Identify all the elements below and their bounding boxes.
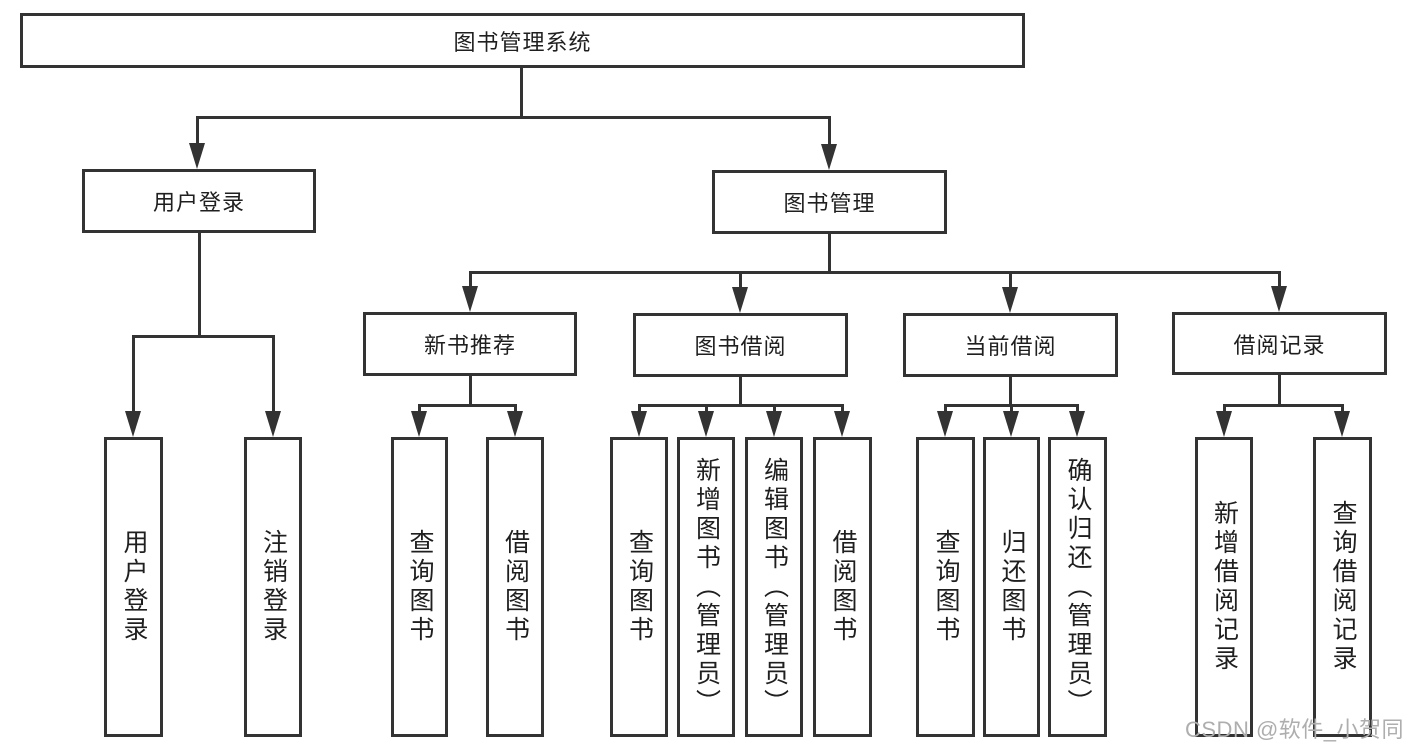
arrow-down-icon	[1002, 287, 1018, 313]
node-new-book-recommendation: 新书推荐	[363, 312, 577, 376]
leaf-label: 查询图书	[932, 529, 960, 645]
node-book-borrowing: 图书借阅	[633, 313, 848, 377]
leaf-logout-label: 注销登录	[259, 529, 288, 645]
connector-drop-line	[1008, 272, 1012, 293]
arrow-down-icon	[766, 411, 782, 437]
leaf-label: 查询图书	[406, 529, 434, 645]
leaf-label: 确认归还（管理员）	[1064, 456, 1092, 718]
connector-bar-line	[1222, 403, 1344, 407]
arrow-down-icon	[1003, 411, 1019, 437]
node-current-borrowing: 当前借阅	[903, 313, 1118, 377]
leaf-query-books-current: 查询图书	[916, 437, 975, 737]
leaf-logout: 注销登录	[244, 437, 302, 737]
connector-stem-line	[519, 68, 523, 117]
leaf-return-books: 归还图书	[983, 437, 1040, 737]
leaf-query-borrow-record: 查询借阅记录	[1313, 437, 1372, 737]
connector-drop-line	[131, 336, 135, 417]
arrow-down-icon	[189, 143, 205, 169]
connector-bar-line	[131, 334, 275, 338]
arrow-down-icon	[1216, 411, 1232, 437]
node-book-management: 图书管理	[712, 170, 947, 234]
leaf-label: 借阅图书	[501, 529, 530, 645]
connector-drop-line	[1277, 272, 1281, 292]
leaf-label: 查询图书	[625, 529, 654, 645]
node-borrowing-records: 借阅记录	[1172, 312, 1387, 375]
connector-bar-line	[468, 270, 1281, 274]
arrow-down-icon	[1271, 286, 1287, 312]
arrow-down-icon	[265, 411, 281, 437]
leaf-borrow-books: 借阅图书	[813, 437, 872, 737]
connector-stem-line	[197, 233, 201, 336]
leaf-query-books-borrow: 查询图书	[610, 437, 668, 737]
leaf-borrow-books-recommend: 借阅图书	[486, 437, 544, 737]
connector-bar-line	[417, 403, 517, 407]
leaf-label: 编辑图书（管理员）	[760, 456, 789, 718]
connector-drop-line	[468, 272, 472, 292]
connector-bar-line	[637, 403, 844, 407]
arrow-down-icon	[462, 286, 478, 312]
arrow-down-icon	[1069, 411, 1085, 437]
leaf-user-login-label: 用户登录	[120, 529, 148, 645]
arrow-down-icon	[1334, 411, 1350, 437]
node-library-management-system: 图书管理系统	[20, 13, 1025, 68]
arrow-down-icon	[507, 411, 523, 437]
leaf-user-login: 用户登录	[104, 437, 163, 737]
connector-stem-line	[1277, 375, 1281, 405]
leaf-label: 新增借阅记录	[1210, 500, 1239, 674]
arrow-down-icon	[631, 411, 647, 437]
connector-stem-line	[1008, 377, 1012, 405]
connector-stem-line	[468, 376, 472, 405]
connector-drop-line	[827, 117, 831, 150]
leaf-edit-books-admin: 编辑图书（管理员）	[745, 437, 803, 737]
arrow-down-icon	[834, 411, 850, 437]
arrow-down-icon	[821, 144, 837, 170]
node-user-login: 用户登录	[82, 169, 316, 233]
connector-drop-line	[738, 272, 742, 293]
connector-stem-line	[827, 234, 831, 272]
arrow-down-icon	[937, 411, 953, 437]
connector-bar-line	[195, 115, 831, 119]
arrow-down-icon	[411, 411, 427, 437]
leaf-confirm-return-admin: 确认归还（管理员）	[1048, 437, 1107, 737]
leaf-label: 查询借阅记录	[1329, 500, 1357, 674]
leaf-label: 新增图书（管理员）	[692, 456, 721, 718]
arrow-down-icon	[698, 411, 714, 437]
leaf-label: 归还图书	[998, 529, 1026, 645]
arrow-down-icon	[732, 287, 748, 313]
connector-drop-line	[271, 336, 275, 417]
leaf-query-books-recommend: 查询图书	[391, 437, 448, 737]
connector-stem-line	[738, 377, 742, 405]
csdn-watermark: CSDN @软件_小贺同学	[1185, 717, 1405, 742]
leaf-add-books-admin: 新增图书（管理员）	[677, 437, 735, 737]
connector-drop-line	[195, 117, 199, 149]
leaf-add-borrow-record: 新增借阅记录	[1195, 437, 1253, 737]
arrow-down-icon	[125, 411, 141, 437]
leaf-label: 借阅图书	[829, 529, 857, 645]
